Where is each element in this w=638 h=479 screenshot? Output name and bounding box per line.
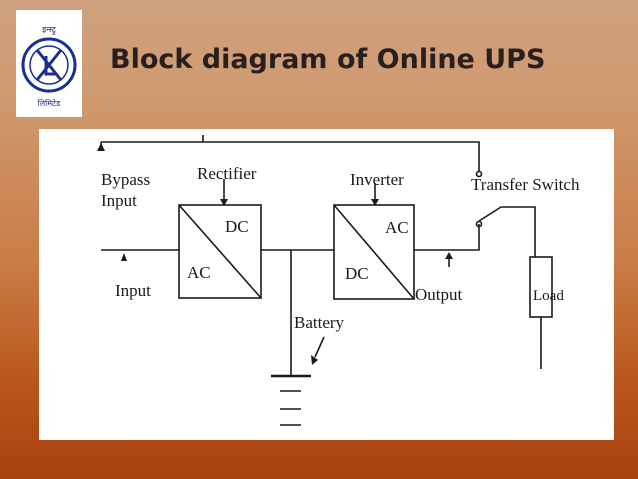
bypass-label-line1: Bypass <box>101 170 150 189</box>
ups-diagram: Bypass Input Input Rectifier DC AC Inver… <box>39 129 614 440</box>
transfer-switch-blade <box>478 206 536 257</box>
transfer-switch-label: Transfer Switch <box>471 175 580 194</box>
bypass-label-line2: Input <box>101 191 137 210</box>
load-label: Load <box>533 288 564 304</box>
output-line <box>414 224 480 251</box>
bypass-line <box>101 141 480 171</box>
input-label: Input <box>115 281 151 300</box>
svg-text:इन्स्ट्रु: इन्स्ट्रु <box>42 25 57 36</box>
rectifier-ac-label: AC <box>187 263 211 282</box>
load-block <box>529 256 553 318</box>
inverter-dc-label: DC <box>345 264 369 283</box>
battery-label: Battery <box>294 313 345 332</box>
output-label: Output <box>415 285 463 304</box>
rectifier-dc-label: DC <box>225 217 249 236</box>
slide-title: Block diagram of Online UPS <box>110 44 546 75</box>
svg-text:लिमिटेड: लिमिटेड <box>38 98 61 108</box>
company-logo: इन्स्ट्रु लिमिटेड <box>16 10 82 117</box>
inverter-label: Inverter <box>350 170 404 189</box>
inverter-block <box>333 204 415 300</box>
rectifier-label: Rectifier <box>197 164 257 183</box>
rectifier-block <box>178 204 262 299</box>
inverter-ac-label: AC <box>385 218 409 237</box>
